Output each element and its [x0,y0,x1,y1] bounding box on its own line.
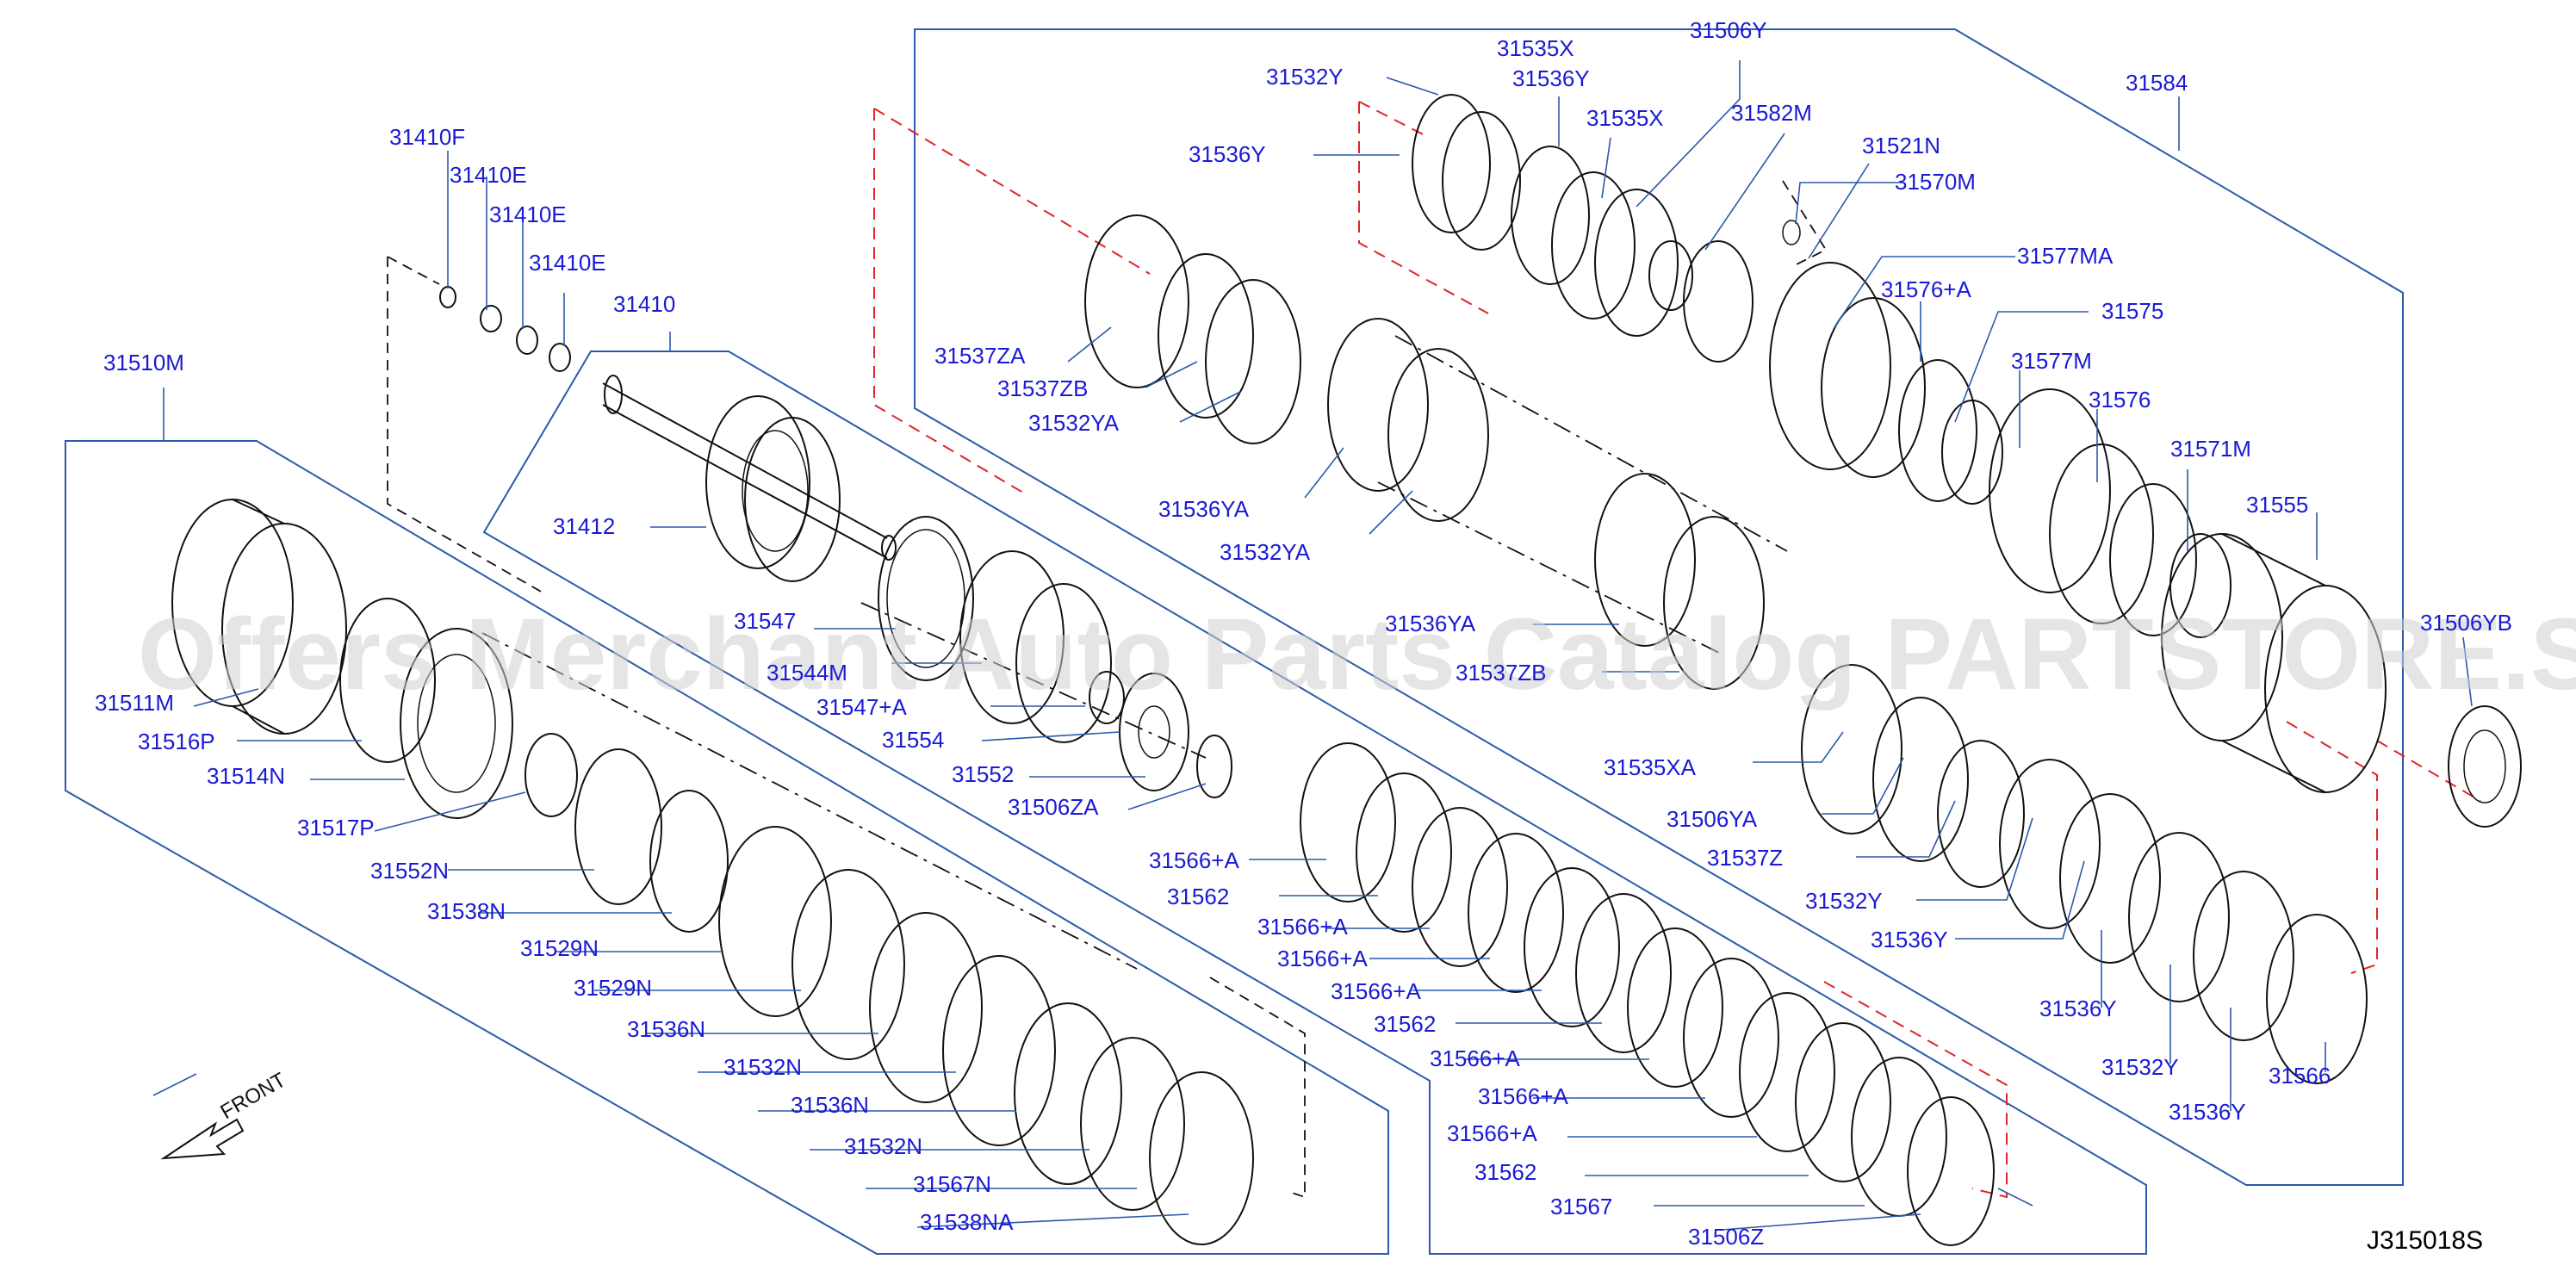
part-label[interactable]: 31566 [2269,1063,2331,1089]
part-label[interactable]: 31506YB [2420,610,2512,636]
part-label[interactable]: 31566+A [1257,914,1348,940]
group-frames [65,28,2404,1255]
group-labels: 31410F 31410E 31410E 31410E 31410 31510M… [95,17,2512,1250]
part-label[interactable]: 31412 [553,513,615,539]
part-label[interactable]: 31537Z [1707,845,1783,871]
front-arrow-icon: FRONT [160,1068,290,1160]
part-label[interactable]: 31567N [913,1171,991,1197]
frame-31510m [65,440,1389,1255]
part-label[interactable]: 31535X [1586,105,1664,131]
part-label[interactable]: 31555 [2246,492,2308,518]
part-label[interactable]: 31566+A [1478,1083,1568,1109]
part-label[interactable]: 31511M [95,690,174,716]
part-label[interactable]: 31536Y [1871,927,1948,952]
part-label[interactable]: 31566+A [1447,1120,1537,1146]
part-label[interactable]: 31532YA [1028,410,1120,436]
part-label[interactable]: 31567 [1550,1194,1612,1219]
part-label[interactable]: 31532YA [1220,539,1311,565]
part-label[interactable]: 31575 [2101,298,2163,324]
part-label[interactable]: 31570M [1895,169,1976,195]
frame-31570m [914,28,2404,1186]
part-label[interactable]: 31577M [2011,348,2092,374]
part-label[interactable]: 31537ZB [997,375,1089,401]
part-label[interactable]: 31529N [520,935,599,961]
watermark: Offers Merchant Auto Parts Catalog PARTS… [138,598,2576,711]
part-label[interactable]: 31576+A [1881,276,1971,302]
part-label[interactable]: 31521N [1862,133,1940,158]
part-label[interactable]: 31562 [1474,1159,1536,1185]
part-label[interactable]: 31410E [529,250,606,276]
part-label[interactable]: 31537ZA [934,343,1026,369]
part-label[interactable]: 31532Y [1266,64,1344,90]
part-label[interactable]: 31506Z [1688,1224,1764,1250]
part-label[interactable]: 31506ZA [1008,794,1099,820]
part-label[interactable]: 31516P [138,729,215,754]
group-leaders [152,60,2473,1231]
part-label[interactable]: 31554 [882,727,944,753]
part-label[interactable]: 31536YA [1158,496,1250,522]
part-label[interactable]: 31566+A [1277,946,1368,971]
part-label[interactable]: 31576 [2089,387,2151,413]
group-parts [171,94,2522,1246]
part-label[interactable]: 31514N [207,763,285,789]
part-label[interactable]: 31544M [767,660,847,686]
part-label[interactable]: 31532Y [1805,888,1883,914]
diagram-code: J315018S [2367,1226,2483,1255]
part-label[interactable]: 31536Y [1189,141,1266,167]
part-label[interactable]: 31552N [370,858,449,884]
part-label[interactable]: 31536Y [2039,996,2117,1021]
part-label[interactable]: 31532N [844,1133,922,1159]
part-label[interactable]: 31538NA [920,1209,1014,1235]
front-label: FRONT [217,1068,290,1124]
part-label[interactable]: 31535X [1497,35,1574,61]
part-label[interactable]: 31536YA [1385,611,1476,636]
part-label[interactable]: 31536N [791,1092,869,1118]
part-label[interactable]: 31410E [450,162,527,188]
part-label[interactable]: 31566+A [1149,847,1239,873]
part-label[interactable]: 31506Y [1690,17,1767,43]
part-label[interactable]: 31529N [574,975,652,1001]
part-label[interactable]: 31566+A [1331,978,1421,1004]
part-label[interactable]: 31547 [734,608,796,634]
part-label[interactable]: 31536Y [1512,65,1590,91]
part-label[interactable]: 31566+A [1430,1045,1520,1071]
part-label[interactable]: 31536N [627,1016,705,1042]
part-label[interactable]: 31547+A [816,694,907,720]
part-label[interactable]: 31517P [297,815,375,841]
part-label[interactable]: 31506YA [1667,806,1758,832]
part-label[interactable]: 31536Y [2169,1099,2246,1125]
part-label[interactable]: 31584 [2126,70,2188,96]
part-label[interactable]: 31532Y [2101,1054,2179,1080]
part-label[interactable]: 31537ZB [1456,660,1547,686]
part-label[interactable]: 31410F [389,124,465,150]
part-label[interactable]: 31410 [613,291,675,317]
part-label[interactable]: 31535XA [1604,754,1697,780]
part-label[interactable]: 31532N [723,1054,802,1080]
frame-31410 [482,351,2147,1255]
part-label[interactable]: 31552 [952,761,1014,787]
part-label[interactable]: 31538N [427,898,506,924]
part-label[interactable]: 31571M [2170,436,2251,462]
part-label[interactable]: 31410E [489,202,567,227]
part-label[interactable]: 31562 [1374,1011,1436,1037]
part-label[interactable]: 31577MA [2017,243,2114,269]
part-label[interactable]: 31510M [103,350,184,375]
shaft-31412 [602,375,897,582]
drum-31511m [171,499,347,735]
part-label[interactable]: 31582M [1731,100,1812,126]
part-label[interactable]: 31562 [1167,884,1229,909]
